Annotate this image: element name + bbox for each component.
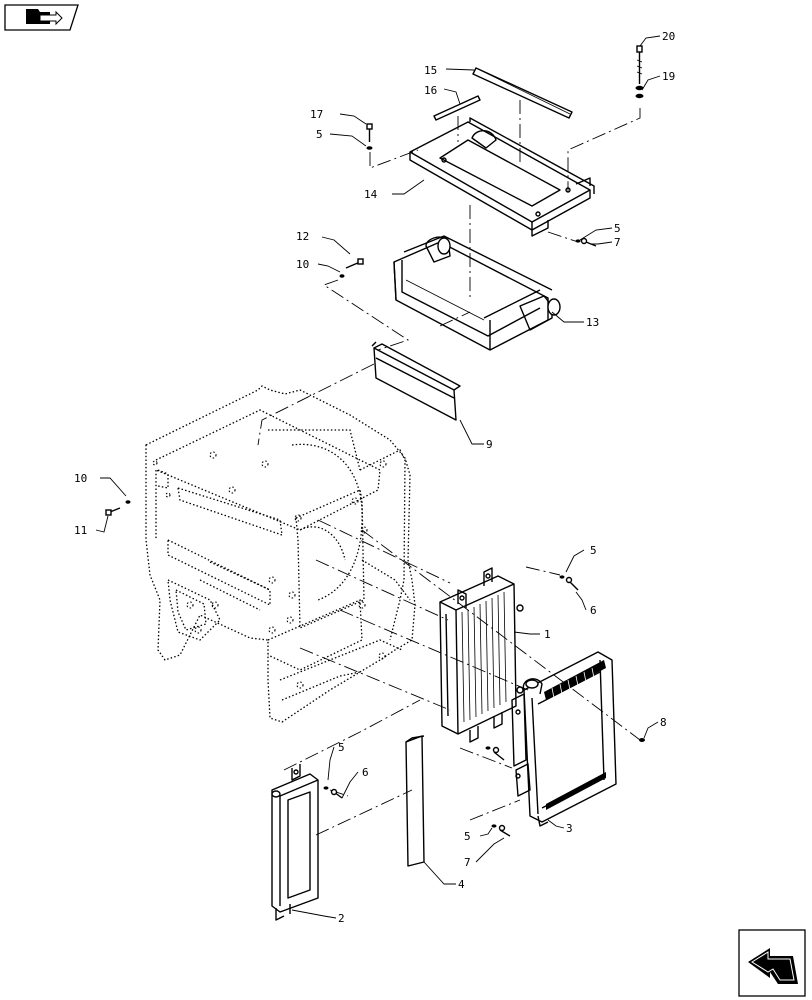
part-20-bolt	[636, 45, 643, 84]
callout-5-lower: 5	[464, 830, 471, 843]
assembly-lines	[257, 100, 641, 836]
chassis-frame	[145, 385, 416, 723]
part-1-oil-cooler	[439, 567, 524, 743]
callout-10-lower: 10	[74, 472, 87, 485]
return-arrow-button[interactable]	[738, 929, 806, 997]
callout-7-lower: 7	[464, 856, 471, 869]
callout-5-plate: 5	[614, 222, 621, 235]
callout-leaders	[95, 35, 661, 919]
callout-2: 2	[338, 912, 345, 925]
part-2-fuel-cooler	[271, 764, 319, 921]
callout-5-left: 5	[338, 741, 345, 754]
callout-5-top: 5	[316, 128, 323, 141]
part-17-bolt	[366, 123, 373, 150]
part-fastener-mid	[485, 746, 505, 761]
part-8-plug	[639, 738, 645, 742]
callout-labels: 15 16 20 19 17 5 14 5 7 12 10 13 9 10 11…	[74, 30, 675, 925]
part-3-radiator	[511, 651, 617, 827]
part-5-6-fastener-left	[323, 786, 343, 799]
part-14-mounting-plate	[409, 117, 595, 237]
callout-16: 16	[424, 84, 437, 97]
part-4-foam-seal	[405, 735, 425, 867]
return-arrow-icon	[748, 948, 798, 984]
callout-11: 11	[74, 524, 87, 537]
callout-15: 15	[424, 64, 437, 77]
back-nav-button[interactable]	[4, 4, 79, 31]
folder-back-arrow-icon	[26, 9, 63, 26]
callout-6-left: 6	[362, 766, 369, 779]
callout-17: 17	[310, 108, 323, 121]
part-15-seal-strip	[472, 67, 573, 119]
part-13-charge-air-cooler	[393, 235, 561, 351]
callout-6-right: 6	[590, 604, 597, 617]
part-5-7-fastener-lower	[491, 824, 511, 837]
callout-9: 9	[486, 438, 493, 451]
callout-1: 1	[544, 628, 551, 641]
callout-20: 20	[662, 30, 675, 43]
part-10-11-fastener-left	[105, 500, 131, 516]
callout-10-upper: 10	[296, 258, 309, 271]
part-9-baffle	[371, 341, 461, 421]
part-5-6-fastener-right	[559, 575, 579, 591]
callout-14: 14	[364, 188, 378, 201]
part-5-7-fastener-upper	[575, 237, 597, 247]
callout-5-right: 5	[590, 544, 597, 557]
callout-4: 4	[458, 878, 465, 891]
callout-19: 19	[662, 70, 675, 83]
callout-7-plate: 7	[614, 236, 621, 249]
callout-3: 3	[566, 822, 573, 835]
part-12-bolt	[339, 258, 364, 278]
part-19-washers	[635, 85, 644, 99]
callout-12: 12	[296, 230, 309, 243]
callout-13: 13	[586, 316, 599, 329]
callout-8: 8	[660, 716, 667, 729]
part-16-seal	[433, 95, 481, 121]
